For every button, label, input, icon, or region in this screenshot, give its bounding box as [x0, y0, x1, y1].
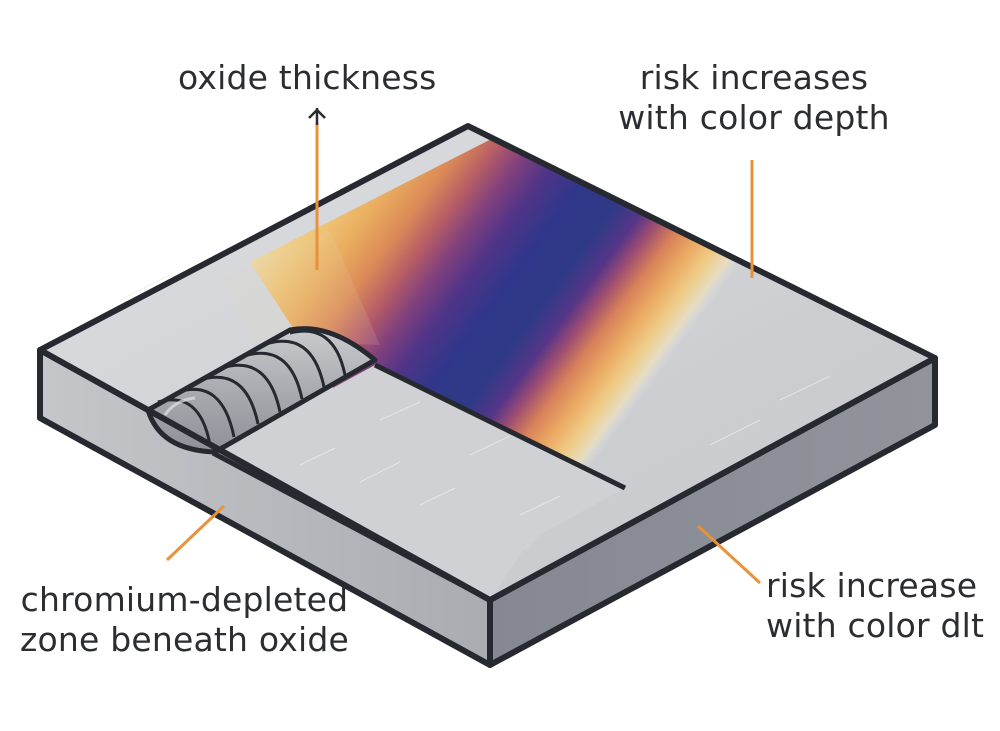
- plate-lower-surface: [210, 365, 625, 600]
- plate-top-outline: [37, 123, 938, 603]
- leader-lines: [165, 108, 762, 585]
- up-arrow-icon: [308, 108, 326, 119]
- label-line: zone beneath oxide: [20, 620, 349, 659]
- label-chromium-depleted: chromium-depleted zone beneath oxide: [20, 580, 349, 660]
- label-risk-increase-bottom: risk increase with color dlt: [766, 566, 984, 646]
- label-line: with color depth: [618, 98, 890, 137]
- label-line: risk increase: [766, 566, 978, 605]
- label-risk-increases-top: risk increases with color depth: [604, 58, 904, 138]
- brushed-texture: [119, 274, 831, 516]
- label-line: chromium-depleted: [20, 580, 349, 619]
- leader-risk-bottom: [696, 524, 762, 585]
- label-line: with color dlt: [766, 606, 985, 645]
- label-oxide-thickness: oxide thickness: [178, 58, 437, 97]
- label-line: risk increases: [639, 58, 869, 97]
- leader-chromium: [165, 504, 226, 562]
- weld-groove-edge: [373, 362, 627, 491]
- weld-bead: [145, 326, 378, 455]
